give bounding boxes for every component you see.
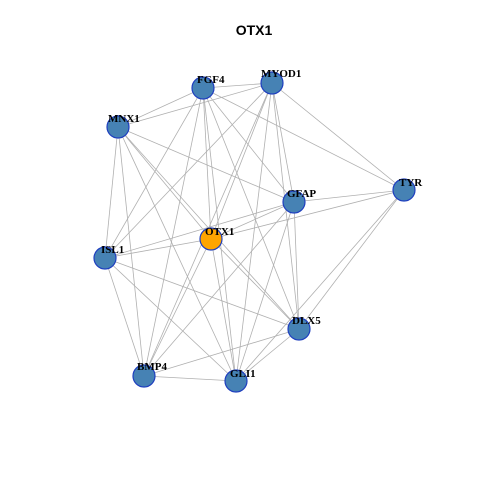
node-label-fgf4: FGF4 bbox=[197, 74, 225, 86]
edge-bmp4-gli1 bbox=[143, 375, 237, 382]
node-circle-bmp4 bbox=[132, 364, 156, 388]
edge-fgf4-mnx1 bbox=[117, 87, 204, 128]
node-mnx1: MNX1 bbox=[106, 113, 140, 139]
edge-gfap-bmp4 bbox=[143, 201, 295, 377]
edge-mnx1-bmp4 bbox=[117, 126, 145, 377]
edge-fgf4-isl1 bbox=[104, 87, 204, 259]
node-gfap: GFAP bbox=[282, 188, 316, 214]
edge-gfap-dlx5 bbox=[293, 201, 300, 330]
edge-fgf4-gfap bbox=[202, 87, 295, 203]
edge-mnx1-otx1 bbox=[117, 126, 212, 240]
edge-mnx1-gfap bbox=[117, 126, 295, 203]
node-circle-dlx5 bbox=[287, 317, 311, 341]
node-circle-myod1 bbox=[260, 71, 284, 95]
edge-fgf4-dlx5 bbox=[202, 87, 300, 330]
edge-gfap-isl1 bbox=[104, 201, 295, 259]
node-circle-otx1 bbox=[199, 227, 223, 251]
edge-gfap-otx1 bbox=[210, 201, 295, 240]
node-circle-gfap bbox=[282, 190, 306, 214]
edge-myod1-otx1 bbox=[210, 82, 273, 240]
edge-fgf4-otx1 bbox=[202, 87, 212, 240]
edge-fgf4-tyr bbox=[202, 87, 405, 191]
edge-myod1-mnx1 bbox=[117, 82, 273, 128]
edge-otx1-dlx5 bbox=[210, 238, 300, 330]
edge-mnx1-gli1 bbox=[117, 126, 237, 382]
edges-layer bbox=[104, 82, 405, 382]
node-circle-isl1 bbox=[93, 246, 117, 270]
edge-dlx5-bmp4 bbox=[143, 328, 300, 377]
node-gli1: GLI1 bbox=[224, 368, 256, 393]
edge-isl1-bmp4 bbox=[104, 257, 145, 377]
edge-tyr-gli1 bbox=[235, 189, 405, 382]
node-label-gli1: GLI1 bbox=[230, 368, 256, 380]
edge-myod1-isl1 bbox=[104, 82, 273, 259]
node-label-myod1: MYOD1 bbox=[261, 68, 301, 80]
edge-myod1-gli1 bbox=[235, 82, 273, 382]
node-circle-fgf4 bbox=[191, 76, 215, 100]
node-isl1: ISL1 bbox=[93, 244, 124, 270]
node-bmp4: BMP4 bbox=[132, 361, 167, 388]
edge-otx1-bmp4 bbox=[143, 238, 212, 377]
node-fgf4: FGF4 bbox=[191, 74, 225, 100]
node-label-tyr: TYR bbox=[399, 177, 423, 189]
edge-gfap-gli1 bbox=[235, 201, 295, 382]
edge-myod1-tyr bbox=[271, 82, 405, 191]
node-label-mnx1: MNX1 bbox=[108, 113, 140, 125]
node-label-gfap: GFAP bbox=[287, 188, 316, 200]
edge-tyr-gfap bbox=[293, 189, 405, 203]
node-label-isl1: ISL1 bbox=[101, 244, 124, 256]
node-circle-gli1 bbox=[224, 369, 248, 393]
node-label-dlx5: DLX5 bbox=[292, 315, 321, 327]
edge-isl1-gli1 bbox=[104, 257, 237, 382]
edge-tyr-dlx5 bbox=[298, 189, 405, 330]
node-circle-tyr bbox=[392, 178, 416, 202]
edge-fgf4-bmp4 bbox=[143, 87, 204, 377]
node-tyr: TYR bbox=[392, 177, 423, 202]
node-myod1: MYOD1 bbox=[260, 68, 301, 95]
node-circle-mnx1 bbox=[106, 115, 130, 139]
node-label-otx1: OTX1 bbox=[205, 226, 234, 238]
edge-otx1-gli1 bbox=[210, 238, 237, 382]
node-otx1: OTX1 bbox=[199, 226, 234, 251]
edge-myod1-gfap bbox=[271, 82, 295, 203]
edge-isl1-dlx5 bbox=[104, 257, 300, 330]
edge-tyr-otx1 bbox=[210, 189, 405, 240]
edge-dlx5-gli1 bbox=[235, 328, 300, 382]
node-dlx5: DLX5 bbox=[287, 315, 321, 341]
edge-otx1-isl1 bbox=[104, 238, 212, 259]
node-label-bmp4: BMP4 bbox=[137, 361, 167, 373]
edge-mnx1-isl1 bbox=[104, 126, 119, 259]
graph-title: OTX1 bbox=[236, 22, 273, 38]
